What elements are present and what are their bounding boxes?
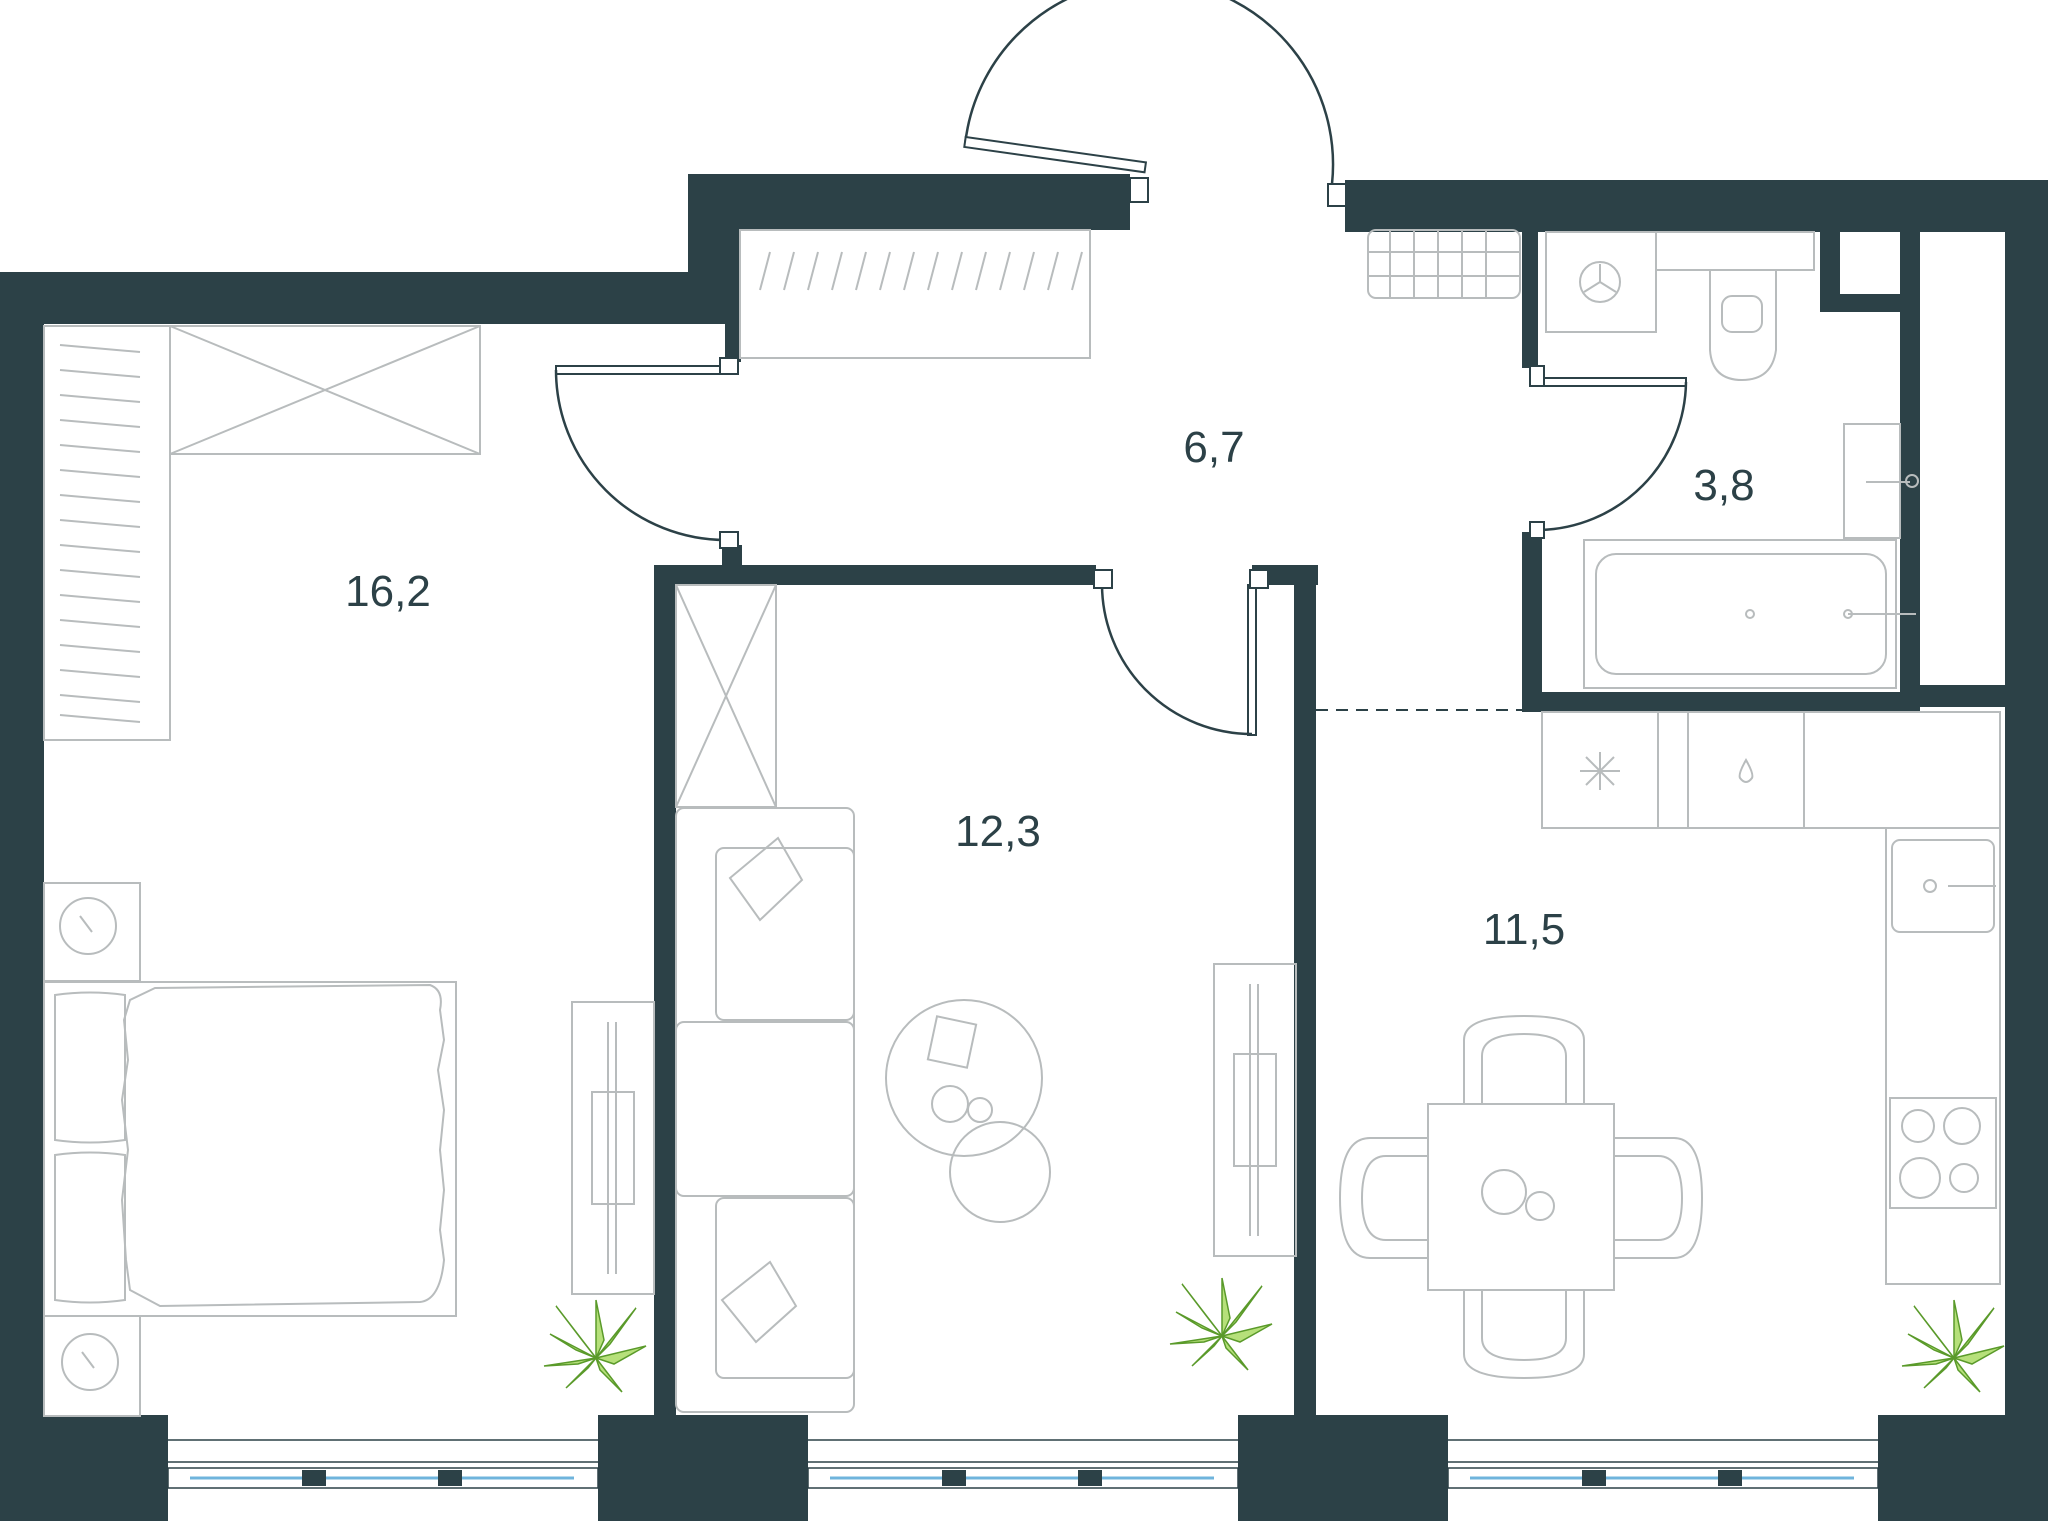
area-labels: 16,2 6,7 3,8 12,3 11,5 bbox=[345, 423, 1754, 954]
sofa bbox=[675, 807, 855, 1413]
shelf bbox=[1655, 231, 1815, 271]
window-living bbox=[807, 1439, 1239, 1489]
area-kitchen: 11,5 bbox=[1483, 905, 1565, 954]
area-bedroom: 16,2 bbox=[345, 567, 431, 616]
area-hall: 6,7 bbox=[1183, 423, 1244, 472]
pouf bbox=[949, 1121, 1051, 1223]
kitchen-counter bbox=[1885, 827, 2001, 1285]
wardrobe-left bbox=[43, 325, 171, 741]
toilet bbox=[1709, 270, 1777, 382]
plants bbox=[543, 1277, 2005, 1393]
walls bbox=[0, 174, 2048, 1521]
hall-furniture bbox=[739, 229, 1521, 359]
living-door bbox=[1093, 569, 1269, 736]
doors bbox=[554, 0, 1688, 736]
dishwasher bbox=[1687, 711, 1805, 829]
living-furniture bbox=[675, 584, 1297, 1413]
area-bathroom: 3,8 bbox=[1693, 461, 1754, 510]
window-kitchen bbox=[1447, 1439, 1879, 1489]
window-bedroom bbox=[167, 1439, 599, 1489]
bathroom-door bbox=[1529, 365, 1688, 539]
door-mat bbox=[1367, 229, 1521, 299]
bedroom-door bbox=[554, 357, 739, 549]
bathroom-furniture bbox=[1545, 231, 1919, 689]
coffee-table bbox=[885, 999, 1043, 1157]
tv-stand-bedroom bbox=[571, 1001, 655, 1295]
area-living: 12,3 bbox=[955, 807, 1041, 856]
cushion-top bbox=[728, 836, 804, 922]
plant-living bbox=[1169, 1277, 1273, 1371]
cushion-bottom bbox=[720, 1260, 798, 1344]
hall-wardrobe bbox=[739, 229, 1091, 359]
entrance-door bbox=[963, 0, 1347, 207]
washing-machine bbox=[1545, 231, 1657, 333]
dresser-top bbox=[169, 325, 481, 455]
cooktop bbox=[1889, 1097, 1997, 1209]
bedroom-furniture bbox=[43, 325, 655, 1417]
double-bed bbox=[43, 981, 457, 1317]
kitchen-furniture bbox=[1338, 711, 2001, 1380]
dining-set bbox=[1338, 1014, 1704, 1380]
tv-stand-living bbox=[1213, 963, 1297, 1257]
windows bbox=[167, 1439, 1879, 1489]
plant-kitchen bbox=[1901, 1299, 2005, 1393]
dining-table bbox=[1427, 1103, 1615, 1291]
plant-bedroom bbox=[543, 1299, 647, 1393]
